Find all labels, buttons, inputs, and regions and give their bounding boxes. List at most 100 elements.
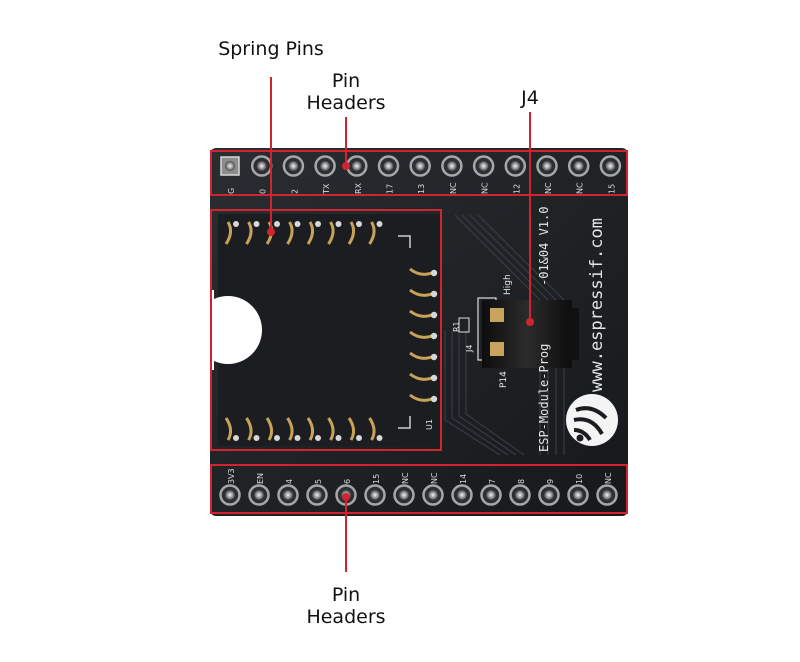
header-pin-top bbox=[409, 155, 431, 177]
pin-label-top: 13 bbox=[417, 184, 426, 194]
version-label: -01&04 V1.0 bbox=[537, 207, 551, 286]
pin-label-bottom: 7 bbox=[488, 479, 497, 484]
spring-pin bbox=[409, 330, 438, 340]
header-pin-bottom bbox=[393, 484, 415, 506]
pin-label-bottom: 8 bbox=[517, 479, 526, 484]
header-pin-top bbox=[220, 156, 240, 176]
u1-label: U1 bbox=[425, 419, 434, 430]
spring-pin bbox=[245, 417, 260, 441]
socket-corner-marks bbox=[398, 235, 411, 429]
pin-label-bottom: 9 bbox=[546, 479, 555, 484]
j4-silk-label: J4 bbox=[465, 345, 474, 353]
header-pin-top bbox=[346, 155, 368, 177]
spring-pin bbox=[409, 309, 438, 319]
pin-label-top: TX bbox=[322, 183, 331, 195]
jumper-high-label: High bbox=[503, 274, 513, 295]
p14-label: P14 bbox=[499, 371, 509, 388]
callout-box-top-headers bbox=[210, 150, 628, 196]
header-pin-top bbox=[567, 155, 590, 177]
spring-pin bbox=[286, 417, 301, 441]
header-pin-top bbox=[250, 155, 273, 177]
spring-pin bbox=[306, 417, 321, 441]
spring-pin bbox=[286, 221, 301, 245]
header-pin-top bbox=[472, 155, 495, 177]
label-bottom-pin-headers-line1: Pin bbox=[331, 584, 361, 606]
spring-pin bbox=[327, 417, 342, 441]
header-pin-bottom bbox=[596, 484, 618, 506]
pin-label-top: NC bbox=[544, 182, 553, 194]
header-pin-bottom bbox=[451, 484, 473, 506]
header-pin-bottom bbox=[306, 484, 328, 506]
header-pin-top bbox=[377, 155, 400, 177]
header-pin-bottom bbox=[277, 484, 299, 506]
spring-pin bbox=[347, 221, 362, 245]
callout-dots bbox=[267, 162, 534, 501]
callout-boxes bbox=[210, 150, 628, 514]
label-spring-pins: Spring Pins bbox=[218, 38, 324, 60]
pin-label-top: 2 bbox=[290, 189, 299, 194]
spring-pin bbox=[245, 221, 260, 245]
spring-pin bbox=[224, 221, 239, 245]
header-pin-bottom bbox=[567, 484, 589, 506]
pin-header-top: G 0 2 TX RX 17 13 NC NC 12 NC NC 15 bbox=[220, 155, 622, 195]
pin-label-bottom: NC bbox=[401, 472, 410, 484]
pin-label-top: 0 bbox=[259, 189, 268, 194]
pin-label-bottom: 6 bbox=[343, 479, 352, 484]
header-pin-top bbox=[314, 155, 336, 177]
header-pin-bottom bbox=[480, 484, 502, 506]
label-top-pin-headers-line1: Pin bbox=[331, 70, 361, 92]
pin-label-top: NC bbox=[449, 182, 458, 194]
espressif-url: www.espressif.com bbox=[587, 218, 607, 392]
spring-pin bbox=[409, 393, 438, 403]
header-pin-bottom bbox=[364, 484, 386, 506]
label-top-pin-headers-line2: Headers bbox=[306, 92, 386, 114]
spring-pins-bottom bbox=[224, 417, 383, 441]
label-bottom-pin-headers: Pin Headers bbox=[296, 584, 396, 628]
pin-label-top: 12 bbox=[512, 184, 521, 194]
pin-label-top: 15 bbox=[607, 184, 616, 194]
header-pin-bottom bbox=[538, 484, 560, 506]
pin-label-bottom: 10 bbox=[575, 474, 584, 484]
spring-pin bbox=[368, 417, 383, 441]
header-pin-top bbox=[504, 155, 527, 177]
spring-pin bbox=[306, 221, 321, 245]
spring-pin bbox=[347, 417, 362, 441]
spring-pin bbox=[265, 417, 280, 441]
spring-pin bbox=[368, 221, 383, 245]
pin-label-top: NC bbox=[481, 182, 490, 194]
spring-pin bbox=[409, 288, 438, 298]
header-pin-bottom bbox=[248, 484, 270, 506]
callout-box-bottom-headers bbox=[210, 464, 628, 514]
spring-pin bbox=[409, 372, 438, 382]
pin-label-bottom: 5 bbox=[314, 479, 323, 484]
pin-label-top: G bbox=[227, 188, 236, 194]
espressif-logo-icon bbox=[566, 394, 618, 446]
pin-label-top: 17 bbox=[386, 184, 395, 194]
label-top-pin-headers: Pin Headers bbox=[296, 70, 396, 114]
header-pin-bottom bbox=[219, 484, 241, 506]
jumper-j4 bbox=[458, 297, 579, 368]
pin-label-top: RX bbox=[354, 182, 363, 194]
header-pin-bottom bbox=[422, 484, 444, 506]
spring-pin bbox=[327, 221, 342, 245]
pin-label-bottom: 14 bbox=[459, 474, 468, 484]
header-pin-top bbox=[599, 155, 622, 177]
header-pin-top bbox=[282, 155, 305, 177]
spring-pin bbox=[224, 417, 239, 441]
pin-label-bottom: 3V3 bbox=[227, 468, 236, 484]
pin-label-top: NC bbox=[576, 182, 585, 194]
callout-box-spring-pins bbox=[210, 209, 442, 451]
r1-label: R1 bbox=[452, 321, 461, 332]
header-pin-bottom bbox=[509, 484, 531, 506]
module-name: ESP-Module-Prog bbox=[537, 344, 551, 452]
pin-label-bottom: NC bbox=[604, 472, 613, 484]
header-pin-top bbox=[536, 155, 558, 177]
label-bottom-pin-headers-line2: Headers bbox=[306, 606, 386, 628]
spring-pin bbox=[409, 267, 438, 277]
pin-label-bottom: 4 bbox=[285, 479, 294, 484]
spring-pin bbox=[409, 351, 438, 361]
callout-lines bbox=[270, 77, 531, 572]
